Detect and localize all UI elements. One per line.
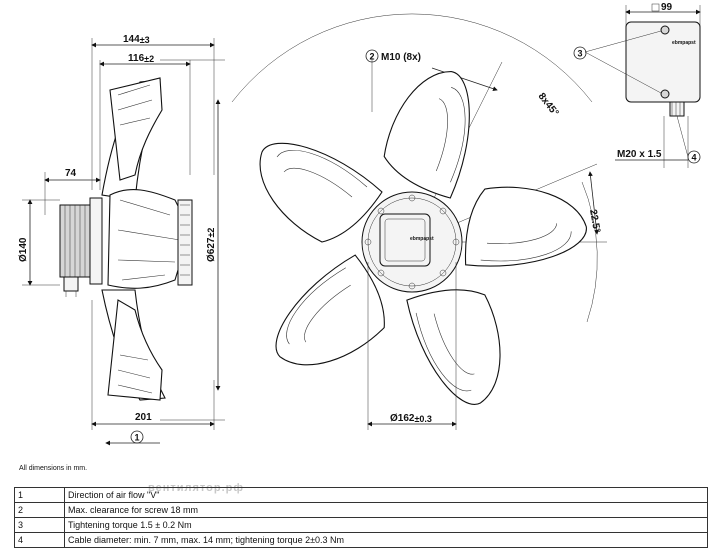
marker-cable: 4 xyxy=(692,153,697,163)
dim-fan-diameter: Ø627±2 xyxy=(206,228,217,262)
table-row: 3 Tightening torque 1.5 ± 0.2 Nm xyxy=(14,517,708,533)
note-number: 2 xyxy=(14,502,65,518)
note-text: Max. clearance for screw 18 mm xyxy=(64,502,708,518)
angle-spacing: 8x45° xyxy=(536,91,561,118)
note-number: 4 xyxy=(14,532,65,548)
blade xyxy=(259,142,383,243)
table-row: 4 Cable diameter: min. 7 mm, max. 14 mm;… xyxy=(14,532,708,548)
marker-torque: 3 xyxy=(578,49,583,59)
blade xyxy=(464,186,587,267)
dim-motor-diameter: Ø140 xyxy=(18,237,29,262)
blade xyxy=(275,254,385,366)
thread-label: M10 (8x) xyxy=(381,52,421,63)
box-width: 99 xyxy=(661,2,673,13)
table-row: 1 Direction of air flow "V" xyxy=(14,487,708,503)
dim-overall-depth: 144±3 xyxy=(123,34,150,45)
terminal-box xyxy=(625,21,701,103)
box-logo: ebmpapst xyxy=(672,40,696,46)
blade xyxy=(406,289,501,405)
dim-motor-depth: 74 xyxy=(65,168,77,179)
note-text: Tightening torque 1.5 ± 0.2 Nm xyxy=(64,517,708,533)
gland-thread: M20 x 1.5 xyxy=(617,149,662,160)
terminal-box-view: 99 ebmpapst M20 x 1.5 3 4 xyxy=(573,2,701,168)
table-row: 2 Max. clearance for screw 18 mm xyxy=(14,502,708,518)
notes-table: 1 Direction of air flow "V" 2 Max. clear… xyxy=(14,487,708,548)
technical-drawing: 144±3 116±2 74 Ø140 Ø627±2 201 xyxy=(18,2,701,446)
blade xyxy=(383,70,470,199)
front-view: 8x45° 22.5° ebmpapst xyxy=(231,13,607,430)
thread-marker: 2 xyxy=(370,52,375,62)
note-text: Direction of air flow "V" xyxy=(64,487,708,503)
dim-total-depth: 201 xyxy=(135,412,152,423)
note-number: 1 xyxy=(14,487,65,503)
footnote: All dimensions in mm. xyxy=(19,465,88,472)
hub-terminal-cover xyxy=(379,213,431,267)
dim-flange-depth: 116±2 xyxy=(128,53,154,64)
side-view: 144±3 116±2 74 Ø140 Ø627±2 201 xyxy=(18,34,225,446)
note-number: 3 xyxy=(14,517,65,533)
angle-offset: 22.5° xyxy=(587,209,602,234)
airflow-marker: 1 xyxy=(135,433,140,443)
note-text: Cable diameter: min. 7 mm, max. 14 mm; t… xyxy=(64,532,708,548)
hub-logo: ebmpapst xyxy=(410,236,434,242)
dim-hub-diameter: Ø162±0.3 xyxy=(390,413,432,424)
